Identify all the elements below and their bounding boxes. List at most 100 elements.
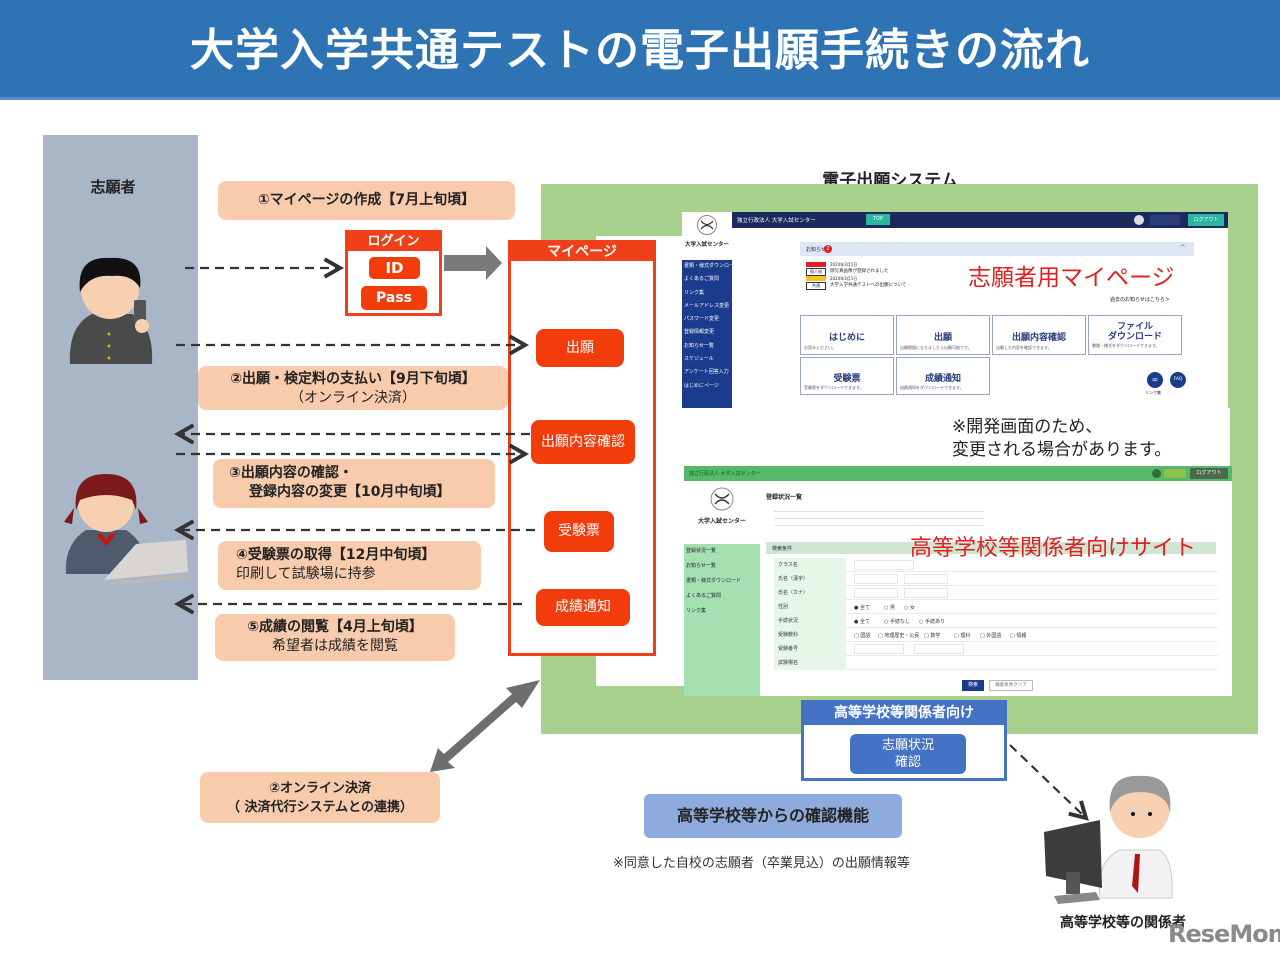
high-school-staff-box: 高等学校等関係者向け 志願状況 確認	[801, 700, 1007, 781]
card-admission-ticket[interactable]: 受験票受験票をダウンロードできます。	[800, 357, 894, 395]
applicant-mypage-screenshot: 大学入試センター 独立行政法人 大学入試センター TOP ログアウト 書類・様式…	[682, 212, 1228, 408]
sidebar-item[interactable]: はじめにページ	[684, 382, 719, 389]
exam-number-from-input[interactable]	[854, 644, 904, 654]
sidebar-item[interactable]: 書類・様式ダウンロード	[684, 263, 732, 269]
form-row-name-kana: 氏名（カナ）	[774, 586, 1218, 600]
notice-list: 個人宛 2024年3月1日 顔写真画像が登録されました 共通 2024年3月1日…	[806, 262, 936, 290]
step-4-box: ④受験票の取得【12月中旬頃】 印刷して試験場に持参	[218, 541, 481, 590]
form-row-gender: 性別 ● 全て ○ 男 ○ 女	[774, 600, 1218, 614]
step-3-title: ③出願内容の確認・	[229, 465, 353, 481]
surname-input[interactable]	[854, 574, 898, 584]
mypage-confirm-button[interactable]: 出願内容確認	[531, 420, 635, 464]
high-school-box-header: 高等学校等関係者向け	[804, 703, 1004, 725]
subject-checkbox[interactable]: □ 国語	[854, 633, 871, 639]
step-2-note: （オンライン決済）	[290, 390, 416, 406]
step-2-title: ②出願・検定料の支払い【9月下旬頃】	[230, 371, 476, 387]
card-score-notice[interactable]: 成績通知成績通知をダウンロードできます。	[896, 357, 990, 395]
sidebar-item[interactable]: リンク集	[686, 608, 707, 614]
consent-footnote: ※同意した自校の志願者（卒業見込）の出願情報等	[613, 856, 910, 871]
school-site-overlay-label: 高等学校等関係者向けサイト	[910, 536, 1197, 561]
class-input[interactable]	[854, 560, 914, 570]
sidebar-item[interactable]: お知らせ一覧	[684, 342, 714, 349]
student-boy-icon	[69, 257, 153, 364]
status-radio-all[interactable]: ● 全て	[854, 619, 870, 625]
clear-conditions-button[interactable]: 検索条件クリア	[989, 680, 1033, 691]
user-icon[interactable]	[1152, 469, 1161, 478]
form-row-name-kanji: 氏名（漢字）	[774, 572, 1218, 586]
given-name-input[interactable]	[904, 574, 948, 584]
header-banner: 大学入学共通テストの電子出願手続きの流れ	[0, 0, 1280, 100]
step-4-note: 印刷して試験場に持参	[236, 566, 376, 582]
card-apply[interactable]: 出願出願期間になりましたら出願可能です。	[896, 315, 990, 355]
notice-tag	[806, 262, 826, 267]
card-confirm[interactable]: 出願内容確認出願した内容を確認できます。	[992, 315, 1086, 355]
sidebar-item[interactable]: スケジュール	[684, 356, 714, 363]
subject-checkbox[interactable]: □ 地理歴史・公民	[878, 633, 920, 639]
surname-kana-input[interactable]	[854, 588, 898, 598]
description-text	[774, 508, 984, 530]
status-radio-done[interactable]: ○ 手続あり	[919, 619, 945, 625]
faq-icon[interactable]: FAQ	[1170, 372, 1186, 388]
step-2-box: ②出願・検定料の支払い【9月下旬頃】 （オンライン決済）	[198, 366, 508, 410]
sidebar-item[interactable]: アンケート回答入力	[684, 369, 729, 376]
status-radio-none[interactable]: ○ 手続なし	[884, 619, 910, 625]
gender-radio-female[interactable]: ○ 女	[904, 605, 915, 611]
sidebar-item[interactable]: よくあるご質問	[684, 276, 720, 283]
user-icon[interactable]	[1134, 215, 1144, 225]
step-3-title-line2: 登録内容の変更【10月中旬頃】	[249, 484, 451, 500]
gender-radio-male[interactable]: ○ 男	[884, 605, 895, 611]
mypage-score-notice-button[interactable]: 成績通知	[536, 589, 630, 626]
sidebar-item[interactable]: よくあるご質問	[686, 593, 722, 599]
card-file-download[interactable]: ファイル ダウンロード書類・様式をダウンロードできます。	[1088, 315, 1182, 355]
development-screen-note: ※開発画面のため、 変更される場合があります。	[952, 417, 1172, 460]
mypage-admission-ticket-button[interactable]: 受験票	[544, 511, 614, 552]
dnc-logo-icon	[697, 215, 717, 235]
step-5-title: ⑤成績の閲覧【4月上旬頃】	[247, 619, 423, 635]
resemom-watermark: ReseMom.	[1168, 920, 1280, 948]
applicant-site-topbar: 独立行政法人 大学入試センター TOP ログアウト	[732, 212, 1228, 228]
notice-panel-header[interactable]: お知らせ 2 ^	[800, 242, 1194, 256]
card-introduction[interactable]: はじめにお読みください。	[800, 315, 894, 355]
sidebar-item[interactable]: 登録状況一覧	[686, 548, 717, 554]
step-5-note: 希望者は成績を閲覧	[272, 638, 398, 654]
past-notices-link[interactable]: 過去のお知らせはこちら＞	[1110, 297, 1170, 303]
sidebar-item[interactable]: リンク集	[684, 289, 705, 296]
id-field[interactable]: ID	[369, 257, 420, 279]
online-payment-box: ②オンライン決済 （ 決済代行システムとの連携）	[200, 772, 440, 823]
sidebar-item[interactable]: 書類・様式ダウンロード	[686, 578, 742, 584]
step-1-box: ①マイページの作成【7月上旬頃】	[218, 181, 515, 220]
notice-item[interactable]: 個人宛 2024年3月1日 顔写真画像が登録されました	[806, 262, 936, 276]
school-site-sidebar: 登録状況一覧 お知らせ一覧 書類・様式ダウンロード よくあるご質問 リンク集	[684, 544, 760, 696]
applicant-mypage-overlay-label: 志願者用マイページ	[968, 265, 1175, 291]
collapse-icon[interactable]: ^	[1179, 243, 1186, 252]
top-button[interactable]: TOP	[866, 214, 890, 225]
payment-double-arrow	[430, 680, 540, 772]
link-icon[interactable]: ∞	[1147, 372, 1163, 388]
logout-button[interactable]: ログアウト	[1190, 468, 1228, 479]
subject-checkbox[interactable]: □ 情報	[1010, 633, 1027, 639]
search-conditions-header: 検索条件	[766, 542, 1216, 554]
step-5-box: ⑤成績の閲覧【4月上旬頃】 希望者は成績を閲覧	[215, 614, 455, 661]
application-status-check-button[interactable]: 志願状況 確認	[850, 734, 966, 774]
sidebar-item[interactable]: お知らせ一覧	[686, 563, 716, 569]
step-4-title: ④受験票の取得【12月中旬頃】	[236, 547, 436, 563]
form-row-subjects: 受験教科 □ 国語 □ 地理歴史・公民 □ 数学 □ 理科 □ 外国語 □ 情報	[774, 628, 1218, 642]
high-school-staff-label: 高等学校等の関係者	[1060, 915, 1186, 931]
notice-item[interactable]: 共通 2024年3月1日 大学入学共通テストへの出願について	[806, 276, 936, 290]
sidebar-item[interactable]: パスワード変更	[684, 316, 720, 323]
given-name-kana-input[interactable]	[904, 588, 948, 598]
sidebar-item[interactable]: 登録情報変更	[684, 329, 715, 336]
mypage-apply-button[interactable]: 出願	[536, 329, 624, 367]
logout-button[interactable]: ログアウト	[1188, 214, 1224, 226]
exam-number-to-input[interactable]	[914, 644, 964, 654]
password-field[interactable]: Pass	[361, 286, 427, 310]
form-row-status: 手続状況 ● 全て ○ 手続なし ○ 手続あり	[774, 614, 1218, 628]
page-title: 大学入学共通テストの電子出願手続きの流れ	[190, 25, 1090, 76]
notice-tag	[806, 276, 826, 281]
gender-radio-all[interactable]: ● 全て	[854, 605, 870, 611]
subject-checkbox[interactable]: □ 理科	[954, 633, 971, 639]
subject-checkbox[interactable]: □ 外国語	[980, 633, 1002, 639]
search-button[interactable]: 検索	[962, 680, 984, 691]
subject-checkbox[interactable]: □ 数学	[924, 633, 941, 639]
sidebar-item[interactable]: メールアドレス変更	[684, 302, 730, 309]
